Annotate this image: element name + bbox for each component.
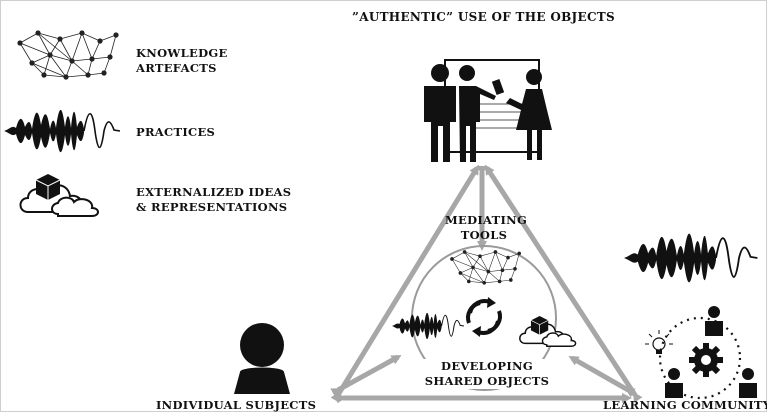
legend-cloud-cube-icon: [19, 173, 99, 217]
triangle-arrows: [330, 164, 643, 403]
community-group-icon: [645, 306, 757, 400]
cycle-icon: [466, 297, 502, 337]
legend-label-knowledge-artefacts: KNOWLEDGE ARTEFACTS: [136, 46, 228, 75]
inner-network-icon: [449, 249, 522, 285]
inner-cloud-cube-icon: [519, 315, 577, 347]
lightbulb-icon: [645, 330, 673, 354]
developing-shared-objects-label: DEVELOPING SHARED OBJECTS: [420, 359, 554, 389]
individual-subjects-label: INDIVIDUAL SUBJECTS: [156, 398, 317, 412]
inner-waveform-icon: [391, 312, 465, 340]
diagram-title: ”AUTHENTIC” USE OF THE OBJECTS: [352, 10, 615, 24]
community-waveform-icon: [623, 232, 759, 284]
gear-icon: [689, 343, 723, 377]
legend-waveform-icon: [3, 109, 121, 153]
legend-network-icon: [16, 29, 120, 81]
learning-community-label: LEARNING COMMUNITY: [603, 398, 767, 412]
mediating-tools-label: MEDIATING TOOLS: [445, 213, 528, 242]
people-using-machine-icon: [424, 59, 552, 162]
legend-label-practices: PRACTICES: [136, 125, 216, 139]
legend-label-externalized-ideas: EXTERNALIZED IDEAS & REPRESENTATIONS: [136, 185, 292, 214]
individual-person-icon: [234, 323, 290, 394]
